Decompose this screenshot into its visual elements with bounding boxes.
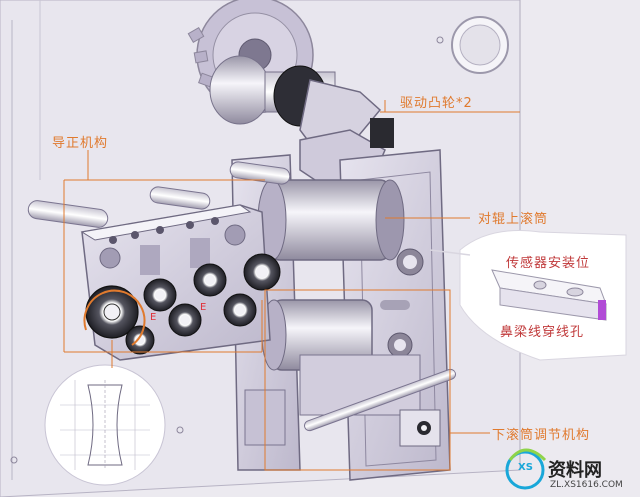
lower-roller xyxy=(261,299,421,416)
label-upper-roller: 对辊上滚筒 xyxy=(478,212,549,227)
pulley-detail-inset xyxy=(44,364,166,486)
sensor-callout xyxy=(459,229,627,361)
bolt-hole-2 xyxy=(176,426,184,434)
upper-roller xyxy=(257,179,405,261)
label-beam-threading-hole: 鼻梁线穿线孔 xyxy=(500,325,585,340)
sensor-callout-connector xyxy=(429,249,471,256)
guide-rods xyxy=(27,161,456,432)
watermark-url: ZL.XS1616.COM xyxy=(550,480,623,490)
drive-cam-leader xyxy=(380,100,520,113)
guide-callout-frame xyxy=(63,150,265,353)
porthole-inner xyxy=(459,24,501,66)
bolt-hole-3 xyxy=(436,36,444,44)
watermark-logo-text: XS xyxy=(518,462,533,473)
e-mark-2: E xyxy=(200,302,206,313)
highlight-arc xyxy=(83,289,146,346)
adjust-block xyxy=(399,409,441,447)
watermark-brand: 资料网 xyxy=(548,460,602,481)
e-mark-1: E xyxy=(150,312,156,323)
bolt-hole-1 xyxy=(10,456,18,464)
bearings xyxy=(85,253,281,355)
watermark-logo xyxy=(505,448,547,490)
label-lower-roller-adjust: 下滚筒调节机构 xyxy=(492,428,591,443)
center-callout-frame xyxy=(264,289,451,471)
label-drive-cam: 驱动凸轮*2 xyxy=(400,96,473,111)
label-sensor-mount: 传感器安装位 xyxy=(506,256,591,271)
label-guide-mechanism: 导正机构 xyxy=(52,136,109,151)
